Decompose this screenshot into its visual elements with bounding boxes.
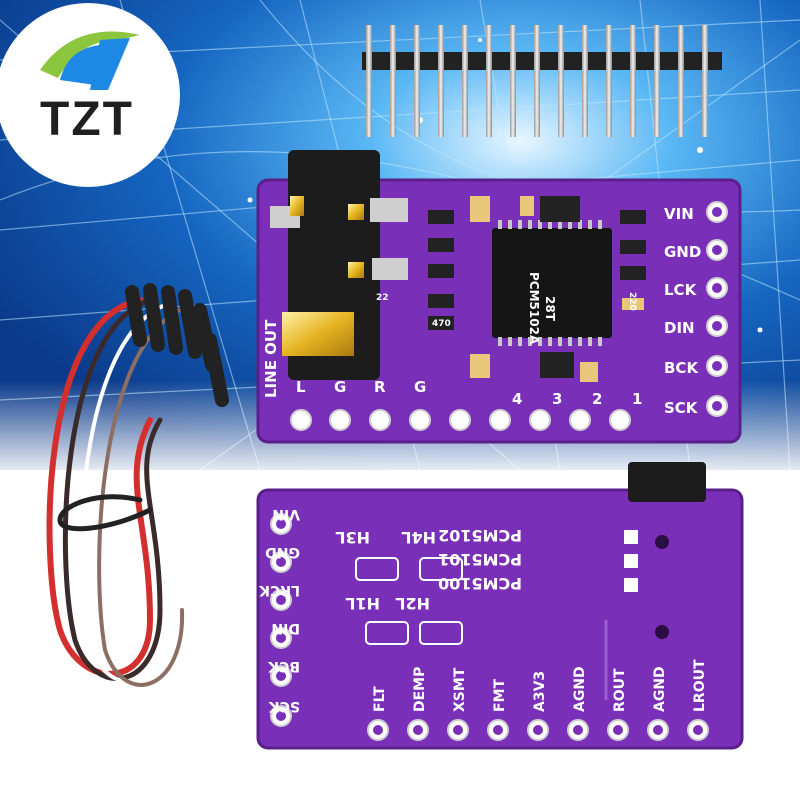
smd-mark-3: 220: [627, 292, 637, 311]
chip-label-line1: PCM5102A: [527, 272, 541, 345]
back-bottom-label-rout: ROUT: [612, 668, 628, 712]
front-bottom-label-2: 2: [592, 390, 602, 408]
front-bottom-label-3: 3: [552, 390, 562, 408]
jumper-wires: [46, 283, 229, 687]
front-pin-label-din: DIN: [664, 319, 695, 337]
back-pin-label-din: DIN: [271, 620, 300, 636]
jumper-label-h1l: H1L: [345, 594, 380, 613]
variant-label-pcm5100: PCM5100: [438, 574, 522, 593]
back-pin-label-gnd: GND: [265, 544, 300, 560]
front-pin-label-bck: BCK: [664, 359, 699, 377]
smd-mark-2: 470: [432, 319, 451, 329]
front-bottom-label-g1: G: [334, 378, 346, 396]
back-bottom-label-a3v3: A3V3: [532, 671, 548, 712]
variant-label-pcm5101: PCM5101: [438, 550, 522, 569]
back-pin-label-bck: BCK: [267, 658, 300, 674]
front-board: [256, 150, 742, 444]
variant-label-pcm5102: PCM5102: [438, 526, 522, 545]
dac-chip: [492, 228, 612, 338]
back-board: [256, 462, 744, 750]
smd-mark-1: 22: [376, 293, 389, 303]
front-bottom-label-r: R: [374, 378, 386, 396]
front-labels: PCM5102A 28T VIN GND LCK DIN BCK SCK L G…: [262, 205, 701, 417]
chip-label-line2: 28T: [543, 296, 557, 322]
back-bottom-label-agnd1: AGND: [572, 666, 588, 712]
front-pin-label-vin: VIN: [664, 205, 694, 223]
back-labels: VIN GND LRCK DIN BCK SCK FLT DEMP XSMT F…: [258, 506, 708, 714]
back-bottom-label-lrout: LROUT: [692, 659, 708, 712]
front-pin-label-gnd: GND: [664, 243, 701, 261]
front-bottom-label-1: 1: [632, 390, 642, 408]
front-bottom-label-4: 4: [512, 390, 522, 408]
back-bottom-label-fmt: FMT: [492, 679, 508, 712]
back-bottom-label-flt: FLT: [372, 686, 388, 712]
pin-header-strip: [362, 25, 722, 137]
front-pin-label-lck: LCK: [664, 281, 698, 299]
front-bottom-label-l: L: [296, 378, 306, 396]
back-pin-label-lrck: LRCK: [258, 582, 300, 598]
jumper-label-h3l: H3L: [335, 528, 370, 547]
back-pin-label-sck: SCK: [268, 698, 300, 714]
back-bottom-label-agnd2: AGND: [652, 666, 668, 712]
back-bottom-label-xsmt: XSMT: [452, 667, 468, 712]
jumper-label-h2l: H2L: [395, 594, 430, 613]
front-pin-label-sck: SCK: [664, 399, 699, 417]
line-out-label: LINE OUT: [262, 319, 280, 398]
brand-logo-text: TZT: [40, 93, 134, 146]
front-bottom-label-g2: G: [414, 378, 426, 396]
back-bottom-label-demp: DEMP: [412, 667, 428, 712]
back-pin-label-vin: VIN: [272, 506, 300, 522]
jumper-label-h4l: H4L: [401, 528, 436, 547]
brand-logo: [0, 3, 180, 187]
